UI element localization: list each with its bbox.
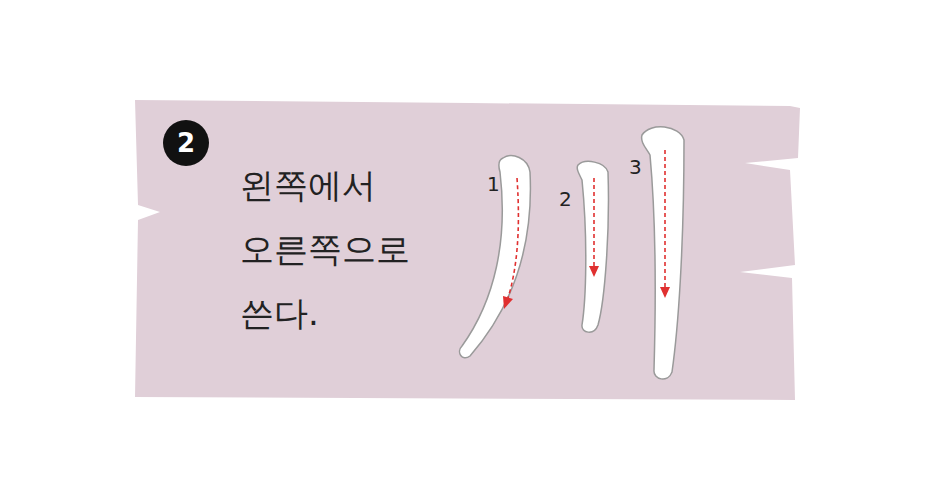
- stroke-number: 2: [559, 187, 572, 211]
- stroke-illustration: [130, 95, 810, 405]
- direction-arrow: [508, 178, 518, 298]
- stroke-number: 3: [629, 155, 642, 179]
- step-number: 2: [163, 120, 209, 166]
- band-outline: [135, 100, 800, 400]
- step-circle: 2: [163, 120, 209, 166]
- arrow-head: [660, 287, 670, 298]
- direction-arrow: [593, 178, 595, 266]
- direction-arrow: [664, 150, 666, 287]
- arrow-head: [589, 266, 599, 277]
- instruction-band: 왼쪽에서 오른쪽으로 쓴다. 2: [130, 95, 810, 405]
- stroke-two: [577, 161, 608, 332]
- stroke-number: 1: [487, 172, 500, 196]
- arrow-head: [503, 296, 513, 309]
- torn-paper-band: [130, 95, 810, 405]
- stroke-one: [460, 156, 531, 358]
- instruction-text: 왼쪽에서 오른쪽으로 쓴다.: [240, 153, 455, 345]
- stroke-three: [642, 127, 684, 379]
